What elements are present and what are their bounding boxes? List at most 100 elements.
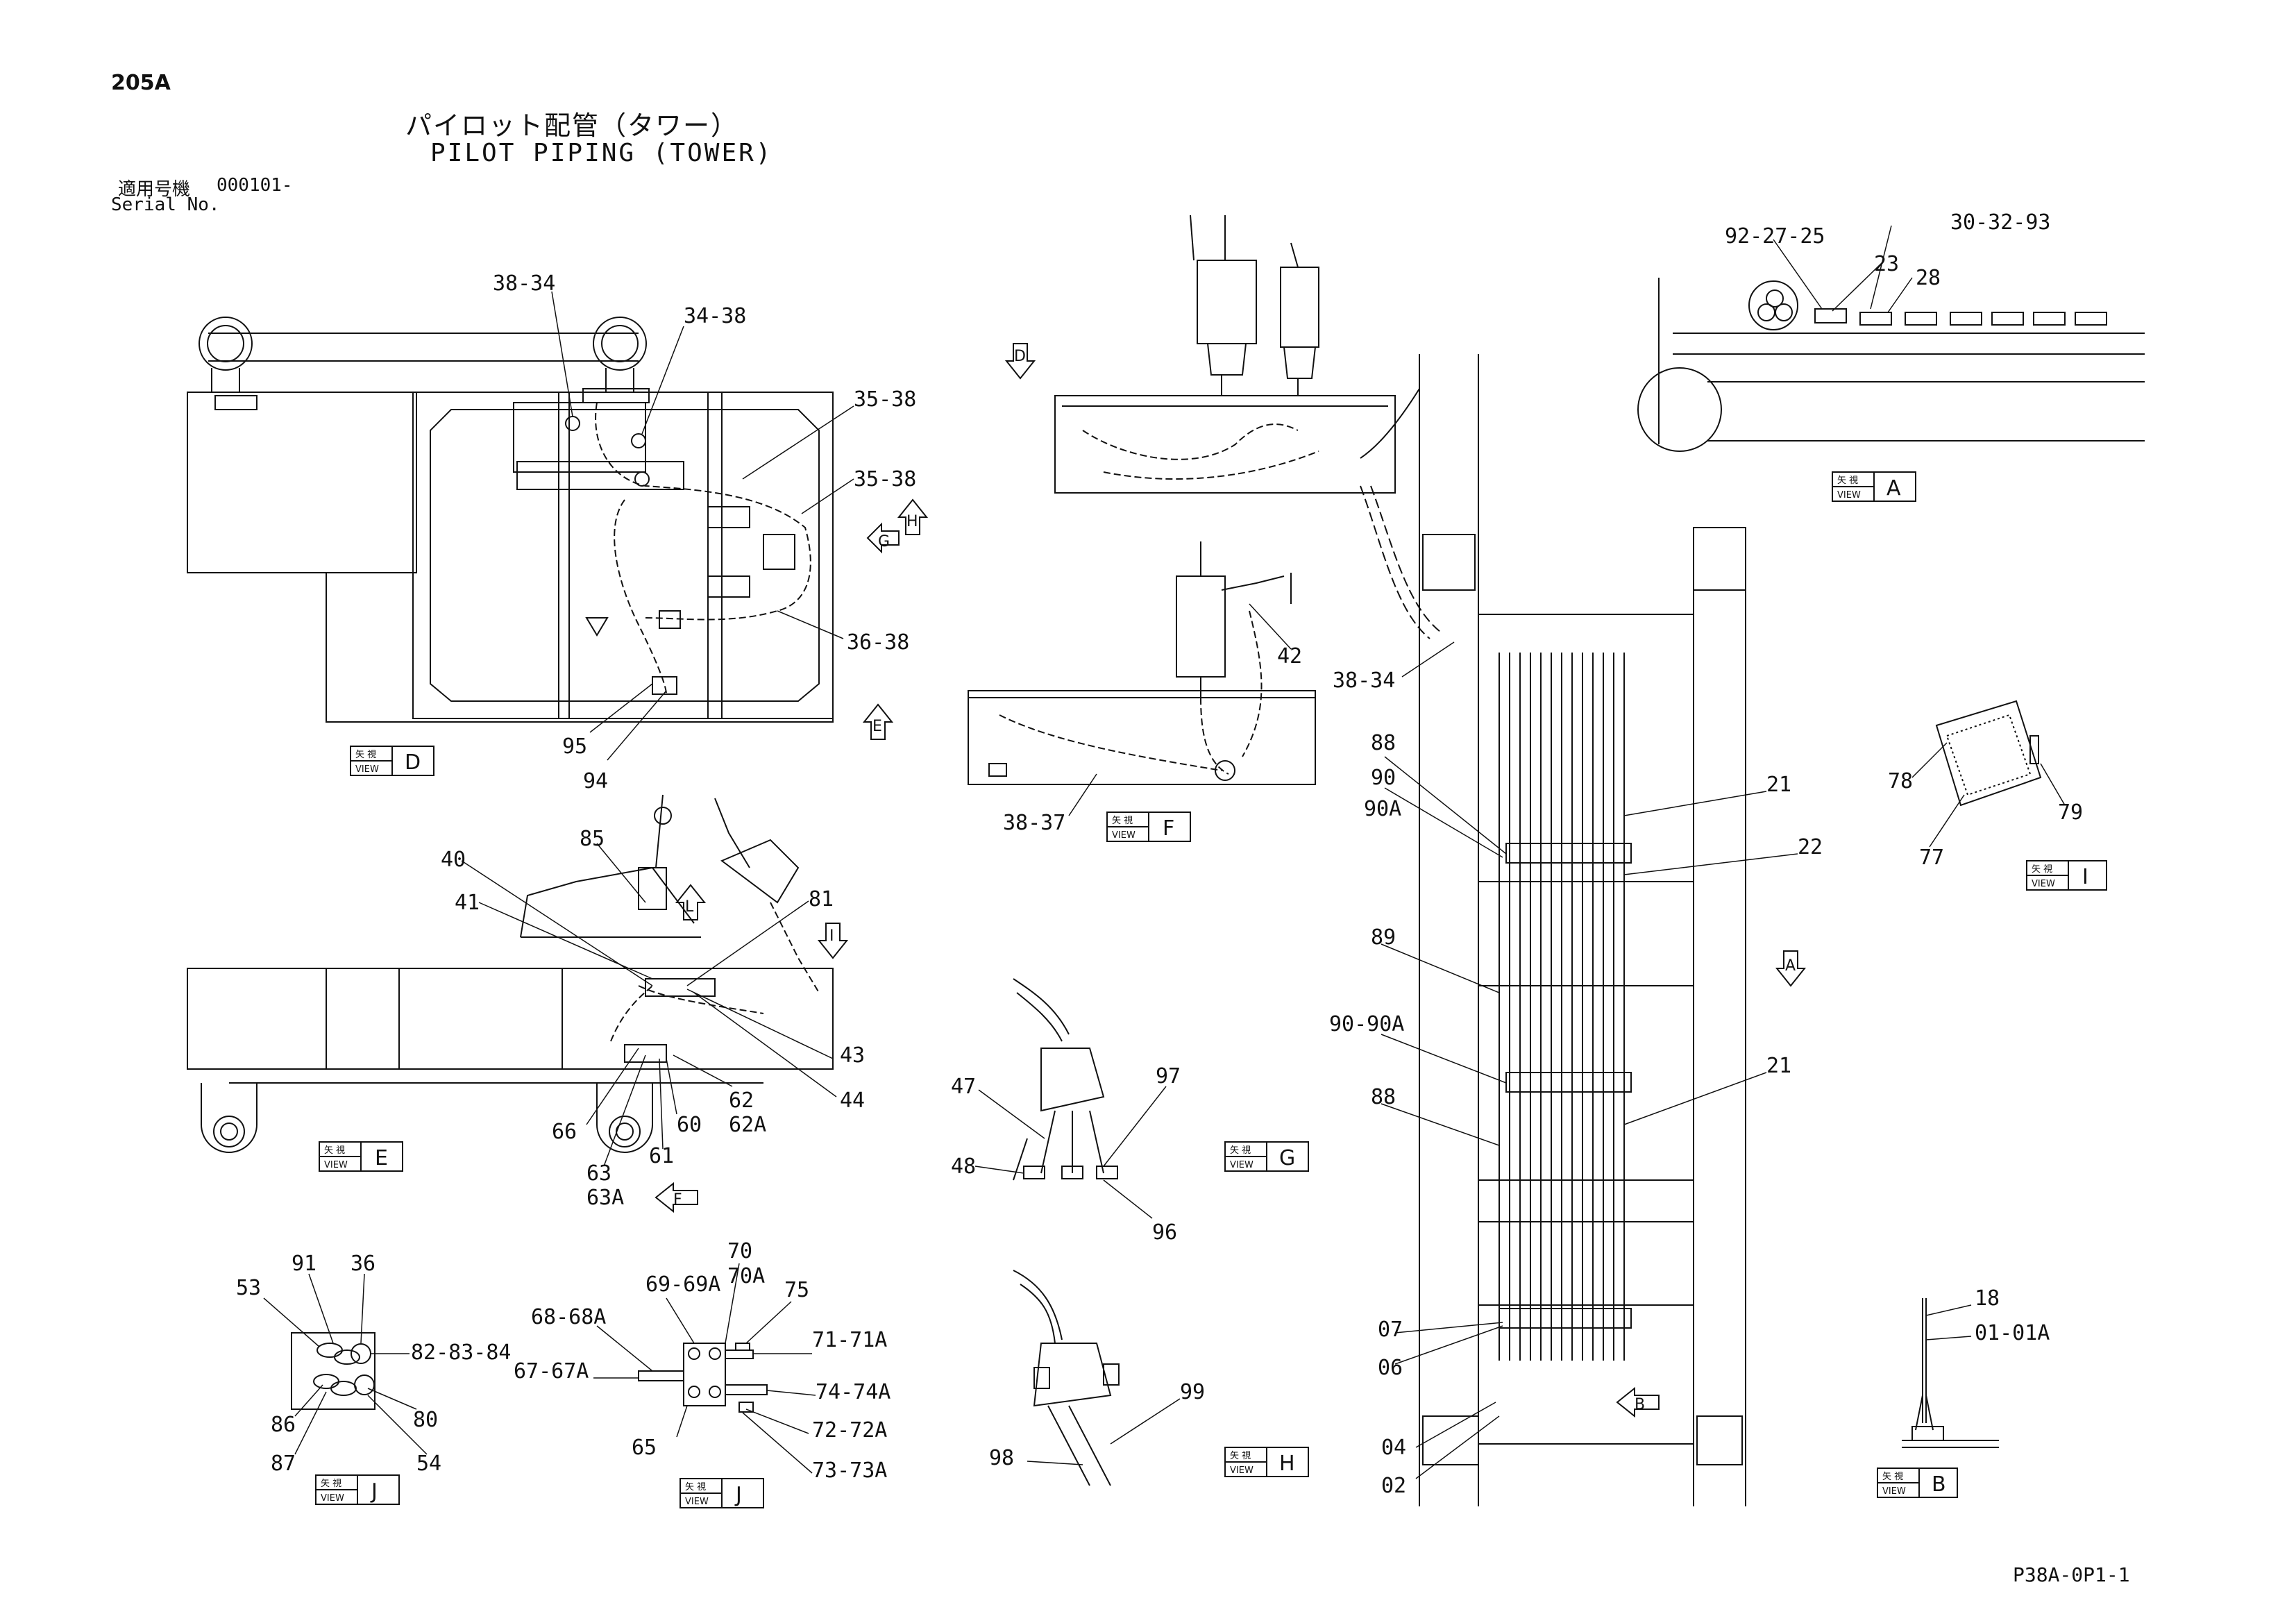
callout-63A: 63A bbox=[586, 1186, 624, 1210]
arrow-d: D bbox=[1004, 343, 1036, 380]
view-tags: 矢 視 VIEW D 矢 視 VIEW E 矢 視 VIEW J 矢 視 VIE… bbox=[315, 471, 2107, 1508]
callout-30-32-93: 30-32-93 bbox=[1950, 210, 2051, 235]
callout-73-73A: 73-73A bbox=[812, 1458, 887, 1483]
svg-text:H: H bbox=[906, 513, 918, 530]
view-tag-d: 矢 視 VIEW D bbox=[350, 746, 434, 776]
view-h-drawing bbox=[1013, 1270, 1120, 1486]
callout-70: 70 bbox=[727, 1239, 752, 1263]
callout-01-01A: 01-01A bbox=[1975, 1321, 2050, 1345]
callout-41: 41 bbox=[455, 891, 480, 915]
callout-81: 81 bbox=[809, 887, 834, 911]
view-e-leaders bbox=[461, 843, 837, 1167]
view-b-drawing bbox=[1902, 1298, 1999, 1448]
svg-text:VIEW: VIEW bbox=[1837, 490, 1861, 501]
view-tag-a: 矢 視 VIEW A bbox=[1832, 471, 1916, 502]
svg-text:I: I bbox=[829, 927, 834, 945]
arrow-h: H bbox=[897, 498, 929, 535]
view-tag-b: 矢 視 VIEW B bbox=[1877, 1468, 1958, 1498]
callout-91: 91 bbox=[292, 1252, 316, 1276]
callout-69-69A: 69-69A bbox=[645, 1272, 720, 1297]
svg-text:J: J bbox=[370, 1479, 378, 1504]
svg-text:VIEW: VIEW bbox=[1882, 1486, 1906, 1497]
callout-97: 97 bbox=[1156, 1064, 1181, 1088]
callout-70A: 70A bbox=[727, 1264, 765, 1288]
svg-text:H: H bbox=[1279, 1452, 1295, 1476]
view-g-leaders bbox=[974, 1086, 1167, 1219]
svg-text:VIEW: VIEW bbox=[355, 764, 379, 775]
callout-74-74A: 74-74A bbox=[816, 1380, 890, 1404]
svg-text:矢 視: 矢 視 bbox=[1230, 1451, 1251, 1461]
svg-text:矢 視: 矢 視 bbox=[1837, 476, 1858, 486]
callout-35-38-a: 35-38 bbox=[854, 387, 916, 412]
callout-77: 77 bbox=[1919, 846, 1944, 870]
view-tag-j-left: 矢 視 VIEW J bbox=[315, 1474, 400, 1505]
svg-text:VIEW: VIEW bbox=[1230, 1160, 1253, 1170]
view-a-leaders bbox=[1773, 225, 1913, 313]
svg-text:矢 視: 矢 視 bbox=[1112, 816, 1133, 826]
callout-54: 54 bbox=[416, 1452, 441, 1476]
svg-text:矢 視: 矢 視 bbox=[685, 1482, 706, 1492]
view-tag-j-valve: 矢 視 VIEW J bbox=[679, 1478, 764, 1508]
callout-98: 98 bbox=[989, 1446, 1014, 1470]
view-tag-f: 矢 視 VIEW F bbox=[1106, 812, 1191, 842]
arrow-f: F bbox=[655, 1181, 698, 1213]
callout-88-b: 88 bbox=[1371, 1085, 1396, 1109]
callout-18: 18 bbox=[1975, 1286, 2000, 1311]
view-tag-h: 矢 視 VIEW H bbox=[1224, 1447, 1309, 1477]
callout-63: 63 bbox=[586, 1161, 611, 1186]
svg-text:D: D bbox=[1014, 348, 1026, 365]
callout-38-34-top: 38-34 bbox=[493, 271, 555, 296]
view-j-valve-leaders bbox=[593, 1263, 816, 1474]
callout-42: 42 bbox=[1277, 644, 1302, 668]
svg-text:B: B bbox=[1635, 1396, 1645, 1413]
serial-value: 000101- bbox=[217, 175, 293, 196]
page-number: 205A bbox=[111, 71, 171, 95]
callout-38-37: 38-37 bbox=[1003, 811, 1065, 835]
callout-21-b: 21 bbox=[1766, 1054, 1791, 1078]
svg-text:矢 視: 矢 視 bbox=[2032, 864, 2052, 875]
callout-62A: 62A bbox=[729, 1113, 766, 1137]
callout-61: 61 bbox=[649, 1144, 674, 1168]
callout-53: 53 bbox=[236, 1276, 261, 1300]
svg-text:F: F bbox=[1163, 816, 1174, 841]
callout-89: 89 bbox=[1371, 925, 1396, 950]
arrow-e: E bbox=[862, 703, 894, 740]
svg-text:I: I bbox=[2082, 865, 2088, 889]
view-tag-i: 矢 視 VIEW I bbox=[2026, 860, 2107, 891]
callout-22: 22 bbox=[1798, 835, 1823, 859]
callout-90-90A: 90-90A bbox=[1329, 1012, 1404, 1036]
view-d-leaders bbox=[551, 291, 854, 761]
title-english: PILOT PIPING (TOWER) bbox=[430, 139, 773, 167]
callout-44: 44 bbox=[840, 1088, 865, 1113]
callout-48: 48 bbox=[951, 1154, 976, 1179]
callout-65: 65 bbox=[632, 1436, 657, 1460]
svg-text:E: E bbox=[375, 1146, 388, 1170]
view-g-drawing bbox=[1013, 978, 1118, 1181]
view-tag-g: 矢 視 VIEW G bbox=[1224, 1141, 1309, 1172]
arrow-a: A bbox=[1775, 950, 1807, 987]
callout-95: 95 bbox=[562, 734, 587, 759]
view-b-leaders bbox=[1925, 1304, 1972, 1340]
view-i-drawing bbox=[1935, 700, 2042, 807]
callout-06: 06 bbox=[1378, 1356, 1403, 1380]
svg-text:G: G bbox=[1279, 1146, 1295, 1170]
svg-text:E: E bbox=[872, 718, 882, 735]
callout-71-71A: 71-71A bbox=[812, 1328, 887, 1352]
callout-66: 66 bbox=[552, 1120, 577, 1144]
callout-04: 04 bbox=[1381, 1436, 1406, 1460]
callout-labels: 38-34 34-38 35-38 35-38 36-38 95 94 40 8… bbox=[236, 210, 2083, 1498]
callout-90A: 90A bbox=[1364, 797, 1401, 821]
callout-92-27-25: 92-27-25 bbox=[1725, 224, 1825, 249]
arrow-left-small bbox=[585, 617, 609, 637]
callout-88-a: 88 bbox=[1371, 731, 1396, 755]
callout-36-38: 36-38 bbox=[847, 630, 909, 655]
view-tag-e: 矢 視 VIEW E bbox=[319, 1141, 403, 1172]
svg-text:A: A bbox=[1785, 957, 1796, 975]
arrow-g: G bbox=[866, 522, 900, 554]
arrow-b: B bbox=[1616, 1386, 1660, 1418]
svg-text:矢 視: 矢 視 bbox=[1230, 1145, 1251, 1156]
callout-78: 78 bbox=[1888, 769, 1913, 793]
svg-text:矢 視: 矢 視 bbox=[324, 1145, 345, 1156]
svg-text:L: L bbox=[685, 898, 694, 916]
